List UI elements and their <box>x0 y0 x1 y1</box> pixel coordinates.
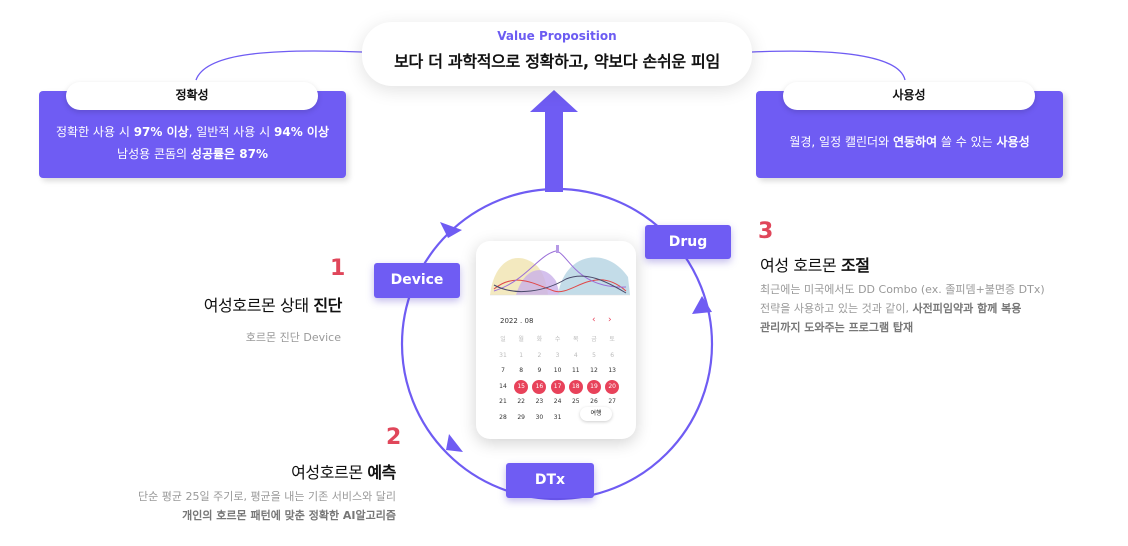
calendar-month: 2022 . 08 <box>500 317 534 325</box>
calendar-day[interactable]: 18 <box>568 379 583 394</box>
value-proposition-label: Value Proposition <box>497 29 617 43</box>
weekday-label: 일 <box>500 336 506 343</box>
weekday-label: 월 <box>518 336 524 343</box>
calendar-day[interactable]: 21 <box>499 398 507 405</box>
calendar-day[interactable]: 10 <box>553 367 562 374</box>
dtx-tag: DTx <box>506 463 594 498</box>
calendar-day[interactable]: 23 <box>535 398 544 405</box>
calendar-day[interactable]: 8 <box>519 367 524 374</box>
weekday-label: 수 <box>554 336 561 343</box>
calendar-day[interactable]: 7 <box>501 367 505 374</box>
weekday-label: 토 <box>609 336 615 343</box>
calendar-day[interactable]: 17 <box>550 379 565 394</box>
usability-text: 월경, 일정 캘린더와 연동하여 쓸 수 있는 사용성 <box>756 131 1063 153</box>
calendar-day[interactable]: 27 <box>608 398 616 405</box>
weekday-label: 화 <box>536 336 543 343</box>
hormone-wave-graph <box>490 245 630 296</box>
usability-line-1: 월경, 일정 캘린더와 연동하여 쓸 수 있는 사용성 <box>789 135 1030 149</box>
accuracy-pill: 정확성 <box>66 82 318 110</box>
usability-pill: 사용성 <box>783 82 1035 110</box>
today-button[interactable]: 여행 <box>580 407 612 421</box>
step-2-desc: 단순 평균 25일 주기로, 평균을 내는 기존 서비스와 달리 개인의 호르몬… <box>138 490 396 522</box>
calendar-day[interactable]: 3 <box>555 351 560 359</box>
step-1-number: 1 <box>330 256 346 281</box>
calendar-day[interactable]: 31 <box>499 351 507 359</box>
calendar-day[interactable]: 15 <box>514 379 529 394</box>
drug-tag: Drug <box>645 225 731 259</box>
calendar-day[interactable]: 9 <box>537 367 542 374</box>
calendar-day[interactable]: 24 <box>553 398 562 405</box>
calendar-day[interactable]: 20 <box>605 379 620 394</box>
calendar-day[interactable]: 2 <box>537 351 542 359</box>
calendar-day[interactable]: 13 <box>608 367 616 374</box>
step-2-number: 2 <box>386 425 402 450</box>
value-proposition-card: Value Proposition 보다 더 과학적으로 정확하고, 약보다 손… <box>362 22 752 86</box>
calendar-day[interactable]: 29 <box>517 413 525 421</box>
calendar-day[interactable]: 28 <box>499 413 507 421</box>
step-3-number: 3 <box>758 219 774 244</box>
accuracy-text: 정확한 사용 시 97% 이상, 일반적 사용 시 94% 이상 남성용 콘돔의… <box>39 121 346 165</box>
calendar-day[interactable]: 4 <box>573 351 578 359</box>
step-3-desc: 최근에는 미국에서도 DD Combo (ex. 졸피뎀+불면증 DTx) 전략… <box>760 283 1045 334</box>
accuracy-line-1: 정확한 사용 시 97% 이상, 일반적 사용 시 94% 이상 <box>56 125 329 139</box>
accuracy-line-2: 남성용 콘돔의 성공률은 87% <box>117 147 268 161</box>
calendar-day[interactable]: 14 <box>499 382 507 390</box>
step-3-heading: 여성 호르몬 조절 <box>760 256 870 275</box>
calendar-day[interactable]: 6 <box>610 351 615 359</box>
calendar-day[interactable]: 30 <box>535 413 544 421</box>
calendar-day[interactable]: 1 <box>519 351 524 359</box>
prev-month-button[interactable]: ‹ <box>592 315 596 325</box>
calendar-day[interactable]: 5 <box>592 351 596 359</box>
value-proposition-title: 보다 더 과학적으로 정확하고, 약보다 손쉬운 피임 <box>394 52 720 71</box>
device-tag: Device <box>374 263 460 298</box>
calendar-day[interactable]: 25 <box>571 398 580 405</box>
calendar-day[interactable]: 19 <box>587 379 601 394</box>
calendar-day[interactable]: 31 <box>553 413 562 421</box>
calendar-day[interactable]: 22 <box>517 398 525 405</box>
step-1-heading: 여성호르몬 상태 진단 <box>203 296 343 315</box>
calendar-day[interactable]: 26 <box>590 398 598 405</box>
next-month-button[interactable]: › <box>608 315 612 325</box>
step-1-desc: 호르몬 진단 Device <box>245 331 341 344</box>
calendar-day[interactable]: 12 <box>590 367 598 374</box>
calendar-day[interactable]: 11 <box>571 367 580 374</box>
weekday-label: 목 <box>573 336 579 343</box>
step-2-heading: 여성호르몬 예측 <box>291 463 396 482</box>
weekday-label: 금 <box>591 336 597 343</box>
calendar-day[interactable]: 16 <box>532 379 547 394</box>
